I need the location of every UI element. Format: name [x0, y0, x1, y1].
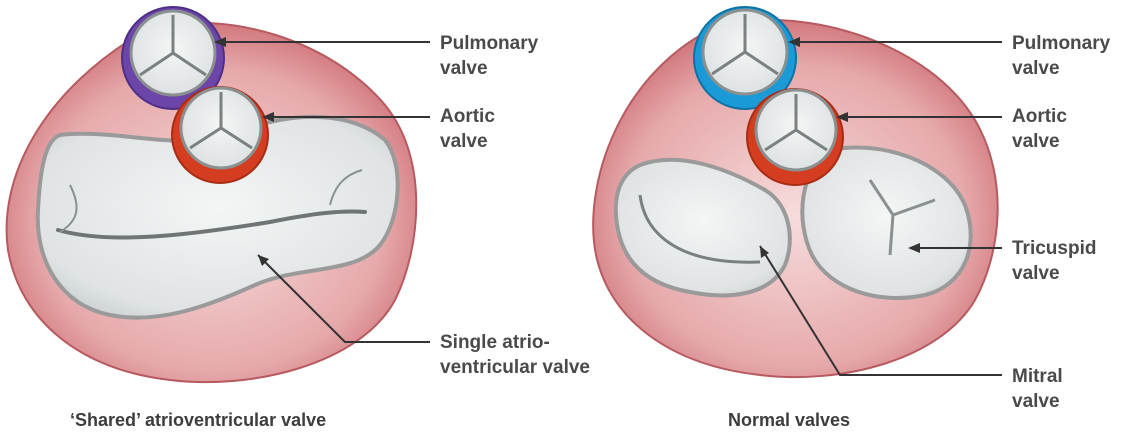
- right-heart-section: [593, 7, 997, 377]
- label-line: valve: [1012, 129, 1067, 154]
- label-left-aortic-valve: Aortic valve: [440, 104, 495, 154]
- label-line: Tricuspid: [1012, 236, 1096, 261]
- label-line: valve: [440, 56, 538, 81]
- label-line: ventricular valve: [440, 355, 590, 380]
- label-tricuspid-valve: Tricuspid valve: [1012, 236, 1096, 286]
- label-left-pulmonary-valve: Pulmonary valve: [440, 31, 538, 81]
- label-line: Mitral: [1012, 364, 1063, 389]
- left-heart-section: [7, 7, 417, 382]
- label-line: valve: [1012, 389, 1063, 414]
- label-single-av-valve: Single atrio- ventricular valve: [440, 330, 590, 380]
- label-line: Single atrio-: [440, 330, 590, 355]
- label-line: valve: [1012, 261, 1096, 286]
- label-line: Aortic: [1012, 104, 1067, 129]
- caption-normal-valves: Normal valves: [728, 410, 850, 431]
- label-line: Pulmonary: [440, 31, 538, 56]
- label-mitral-valve: Mitral valve: [1012, 364, 1063, 414]
- label-line: Aortic: [440, 104, 495, 129]
- label-right-pulmonary-valve: Pulmonary valve: [1012, 31, 1110, 81]
- label-line: valve: [1012, 56, 1110, 81]
- label-line: Pulmonary: [1012, 31, 1110, 56]
- label-line: valve: [440, 129, 495, 154]
- caption-shared-av-valve: ‘Shared’ atrioventricular valve: [70, 410, 326, 431]
- label-right-aortic-valve: Aortic valve: [1012, 104, 1067, 154]
